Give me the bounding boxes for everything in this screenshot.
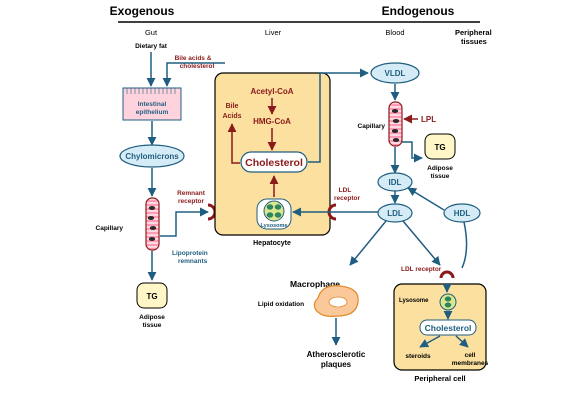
lipid-oxidation-label: Lipid oxidation — [258, 301, 304, 308]
cell-membranes-label-2: membranes — [452, 360, 489, 367]
peripheral-cholesterol-label: Cholesterol — [425, 323, 472, 333]
hdl-to-peripheral-line — [461, 221, 468, 269]
peripheral-ldl-receptor-label: LDL receptor — [401, 266, 442, 273]
hdl-label: HDL — [454, 209, 471, 218]
dietary-fat-label: Dietary fat — [135, 43, 168, 50]
arrow-cholesterol-to-vldl — [308, 68, 369, 163]
hepatocyte-label: Hepatocyte — [253, 240, 291, 247]
peripheral-lysosome-label: Lysosome — [399, 298, 429, 304]
arrow-hdl-to-idl — [407, 187, 445, 211]
intestinal-label-2: epithelium — [136, 109, 169, 116]
plaques-label-2: plaques — [321, 360, 352, 369]
gut-capillary-particles — [147, 206, 157, 241]
exogenous-header: Exogenous — [110, 4, 175, 18]
macrophage-nucleus-icon — [328, 296, 348, 308]
liver-lysosome-label: Lysosome — [260, 223, 287, 229]
blood-adipose-label-1: Adipose — [427, 165, 453, 172]
gut-tg-label: TG — [146, 292, 157, 301]
blood-adipose-label-2: tissue — [431, 173, 450, 180]
blood-tg-label: TG — [434, 143, 445, 152]
bile-out-label-2: cholesterol — [180, 63, 215, 70]
gut-tg-box — [136, 282, 168, 309]
gut-capillary-label: Capillary — [96, 225, 124, 232]
remnant-receptor-icon — [207, 203, 217, 221]
steroids-label: steroids — [405, 353, 431, 360]
peripheral-tissues-label-2: tissues — [461, 37, 487, 46]
lpl-label: LPL — [421, 115, 436, 124]
plaques-label-1: Atherosclerotic — [307, 350, 366, 359]
bile-out-label-1: Bile acids & — [175, 55, 212, 62]
arrow-capillary-to-tg — [402, 141, 423, 163]
chylomicrons-oval — [119, 144, 185, 168]
blood-capillary-label: Capillary — [358, 123, 386, 130]
gut-capillary-vessel — [145, 197, 160, 251]
arrow-bile-to-gut — [162, 62, 225, 87]
peripheral-tissues-label-1: Peripheral — [455, 28, 492, 37]
ldl-branch-spacer — [345, 222, 383, 245]
intestinal-epithelium-box — [122, 87, 182, 121]
remnant-receptor-label-1: Remnant — [177, 190, 206, 197]
arrow-to-cell-membranes — [455, 335, 469, 348]
liver-lysosome-particles — [266, 204, 282, 218]
liver-lysosome-icon — [263, 200, 285, 222]
bile-acids-label-2: Acids — [222, 113, 241, 120]
bile-acids-label-1: Bile — [226, 103, 239, 110]
chylomicrons-label: Chylomicrons — [125, 152, 179, 161]
macrophage-title: Macrophage — [290, 279, 340, 289]
peripheral-lysosome-particles — [444, 296, 452, 308]
cell-membranes-label-1: cell — [465, 352, 476, 359]
idl-label: IDL — [389, 178, 402, 187]
arrow-ldl-to-macrophage — [349, 220, 387, 266]
arrow-remnants-to-liver — [160, 207, 209, 237]
arrow-ldl-to-peripheral — [402, 220, 441, 266]
vldl-oval — [370, 62, 420, 84]
lipoprotein-remnants-label-2: remnants — [178, 258, 208, 265]
blood-capillary-particles — [391, 109, 400, 142]
vldl-label: VLDL — [385, 69, 406, 78]
arrow-cholesterol-to-bile — [227, 123, 240, 164]
blood-capillary-vessel — [388, 101, 403, 147]
acetyl-coa-label: Acetyl-CoA — [250, 87, 293, 96]
peripheral-ldl-receptor-icon — [439, 270, 455, 279]
epithelium-villi — [126, 88, 176, 94]
peripheral-cell-label: Peripheral cell — [414, 374, 465, 383]
peripheral-cholesterol-box — [419, 319, 477, 336]
gut-adipose-label-2: tissue — [143, 322, 162, 329]
hdl-oval — [443, 203, 481, 223]
peripheral-lysosome-icon — [439, 293, 457, 311]
remnant-receptor-label-2: receptor — [178, 198, 204, 205]
gut-column-label: Gut — [145, 28, 158, 37]
ldl-oval — [377, 203, 413, 223]
ldl-label: LDL — [387, 209, 403, 218]
arrow-to-steroids — [419, 335, 441, 348]
liver-column-label: Liver — [265, 28, 282, 37]
intestinal-label-1: Intestinal — [138, 101, 167, 108]
liver-cholesterol-label: Cholesterol — [245, 157, 303, 169]
blood-tg-box — [424, 133, 456, 160]
gut-adipose-label-1: Adipose — [139, 314, 165, 321]
liver-ldl-receptor-label-1: LDL — [339, 187, 352, 194]
lipoprotein-remnants-label-1: Lipoprotein — [172, 250, 208, 257]
hmg-coa-label: HMG-CoA — [253, 117, 291, 126]
liver-cholesterol-box — [240, 151, 308, 173]
blood-column-label: Blood — [385, 28, 404, 37]
liver-ldl-receptor-label-2: receptor — [334, 195, 360, 202]
endogenous-header: Endogenous — [382, 4, 455, 18]
